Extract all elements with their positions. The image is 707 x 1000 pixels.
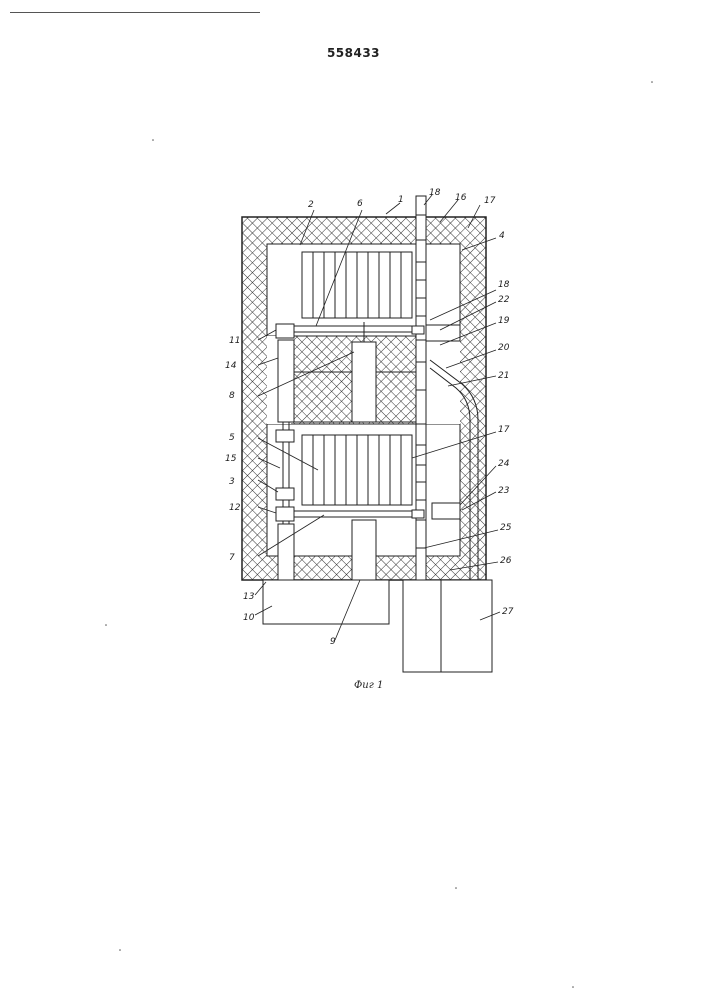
- upper-sample-stack: [302, 252, 412, 318]
- label-18-top: 18: [429, 188, 441, 198]
- label-26: 26: [500, 556, 512, 566]
- label-18: 18: [498, 280, 510, 290]
- label-17-top: 17: [484, 196, 496, 206]
- drive-housing-10: [263, 580, 389, 624]
- roller-upper-mid: [276, 430, 294, 442]
- label-2: 2: [308, 200, 314, 210]
- label-6: 6: [357, 199, 363, 209]
- right-vertical-rod: [416, 196, 426, 580]
- roller-12: [276, 507, 294, 521]
- actuator-23: [432, 503, 460, 519]
- label-27: 27: [502, 607, 514, 617]
- label-12: 12: [229, 503, 241, 513]
- roller-3: [276, 488, 294, 500]
- label-15: 15: [225, 454, 237, 464]
- label-8: 8: [229, 391, 235, 401]
- label-5: 5: [229, 433, 235, 443]
- label-9: 9: [330, 637, 336, 647]
- label-16: 16: [455, 193, 467, 203]
- label-1: 1: [398, 195, 404, 205]
- label-19: 19: [498, 316, 510, 326]
- label-21: 21: [498, 371, 509, 381]
- label-17-mid: 17: [498, 425, 510, 435]
- label-4: 4: [499, 231, 505, 241]
- label-24: 24: [498, 459, 510, 469]
- label-13: 13: [243, 592, 255, 602]
- upper-shaft: [285, 326, 425, 332]
- connector-18: [412, 326, 424, 334]
- label-23: 23: [498, 486, 510, 496]
- lower-sample-stack: [302, 435, 412, 505]
- label-25: 25: [500, 523, 512, 533]
- figure-caption: Фиг 1: [354, 680, 383, 691]
- label-14: 14: [225, 361, 237, 371]
- label-7: 7: [229, 553, 235, 563]
- lower-shaft: [285, 511, 425, 517]
- actuator-19: [426, 325, 460, 341]
- label-22: 22: [498, 295, 510, 305]
- drive-housing-27: [403, 580, 492, 672]
- roller-11: [276, 324, 294, 338]
- central-pillar-upper: [352, 342, 376, 422]
- left-column-lower: [278, 524, 294, 580]
- label-10: 10: [243, 613, 255, 623]
- label-20: 20: [498, 343, 510, 353]
- connector-24: [412, 510, 424, 518]
- label-3: 3: [229, 477, 235, 487]
- label-11: 11: [229, 336, 240, 346]
